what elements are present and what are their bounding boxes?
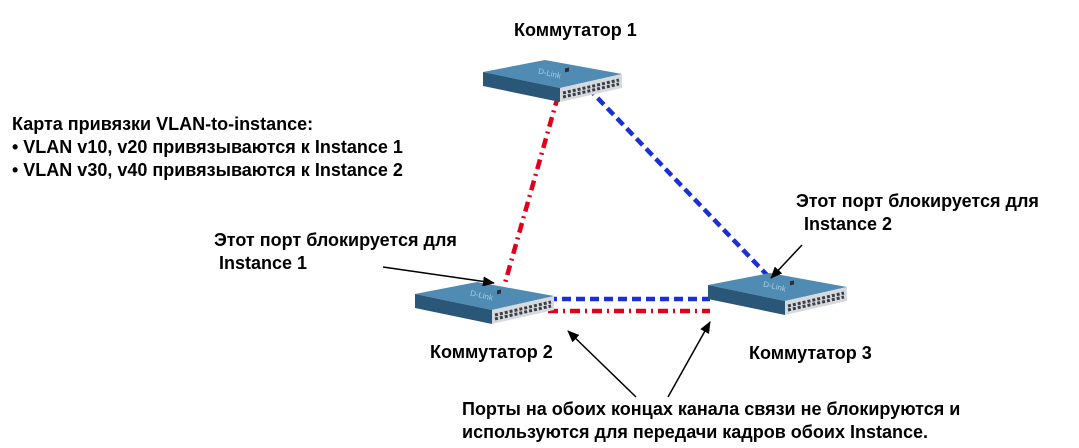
- annotation-not-blocked: Порты на обоих концах канала связи не бл…: [462, 398, 960, 444]
- arrow-not-blocked-left: [567, 330, 637, 398]
- annotation-line: Instance 1: [219, 253, 308, 273]
- annotation-line: Этот порт блокируется для: [796, 191, 1039, 211]
- annotation-line: Instance 2: [804, 214, 893, 234]
- annotation-blocked-instance2: Этот порт блокируется для Instance 2: [796, 190, 1039, 236]
- arrow-not-blocked-right: [667, 321, 711, 398]
- switch-2-icon: D-Link: [413, 280, 556, 326]
- legend-item-instance2: • VLAN v30, v40 привязываются к Instance…: [12, 160, 403, 180]
- vlan-mapping-legend: Карта привязки VLAN-to-instance: • VLAN …: [12, 113, 403, 182]
- link-s1-s2-instance1: [502, 95, 561, 284]
- arrow-blocked-instance1: [382, 266, 495, 287]
- legend-title: Карта привязки VLAN-to-instance:: [12, 114, 314, 134]
- link-s1-s3-instance2: [586, 86, 770, 278]
- annotation-line: Порты на обоих концах канала связи не бл…: [462, 399, 961, 419]
- legend-item-instance1: • VLAN v10, v20 привязываются к Instance…: [12, 137, 403, 157]
- switch-1-label: Коммутатор 1: [514, 20, 637, 40]
- switch-3-icon: D-Link: [706, 271, 849, 317]
- annotation-line: Этот порт блокируется для: [214, 230, 457, 250]
- annotation-line: используются для передачи кадров обоих I…: [462, 422, 928, 442]
- annotation-blocked-instance1: Этот порт блокируется для Instance 1: [214, 229, 457, 275]
- arrow-blocked-instance2: [770, 244, 803, 279]
- switch-1-icon: D-Link: [481, 58, 624, 104]
- switch-3-label: Коммутатор 3: [749, 343, 872, 363]
- switch-2-label: Коммутатор 2: [430, 342, 553, 362]
